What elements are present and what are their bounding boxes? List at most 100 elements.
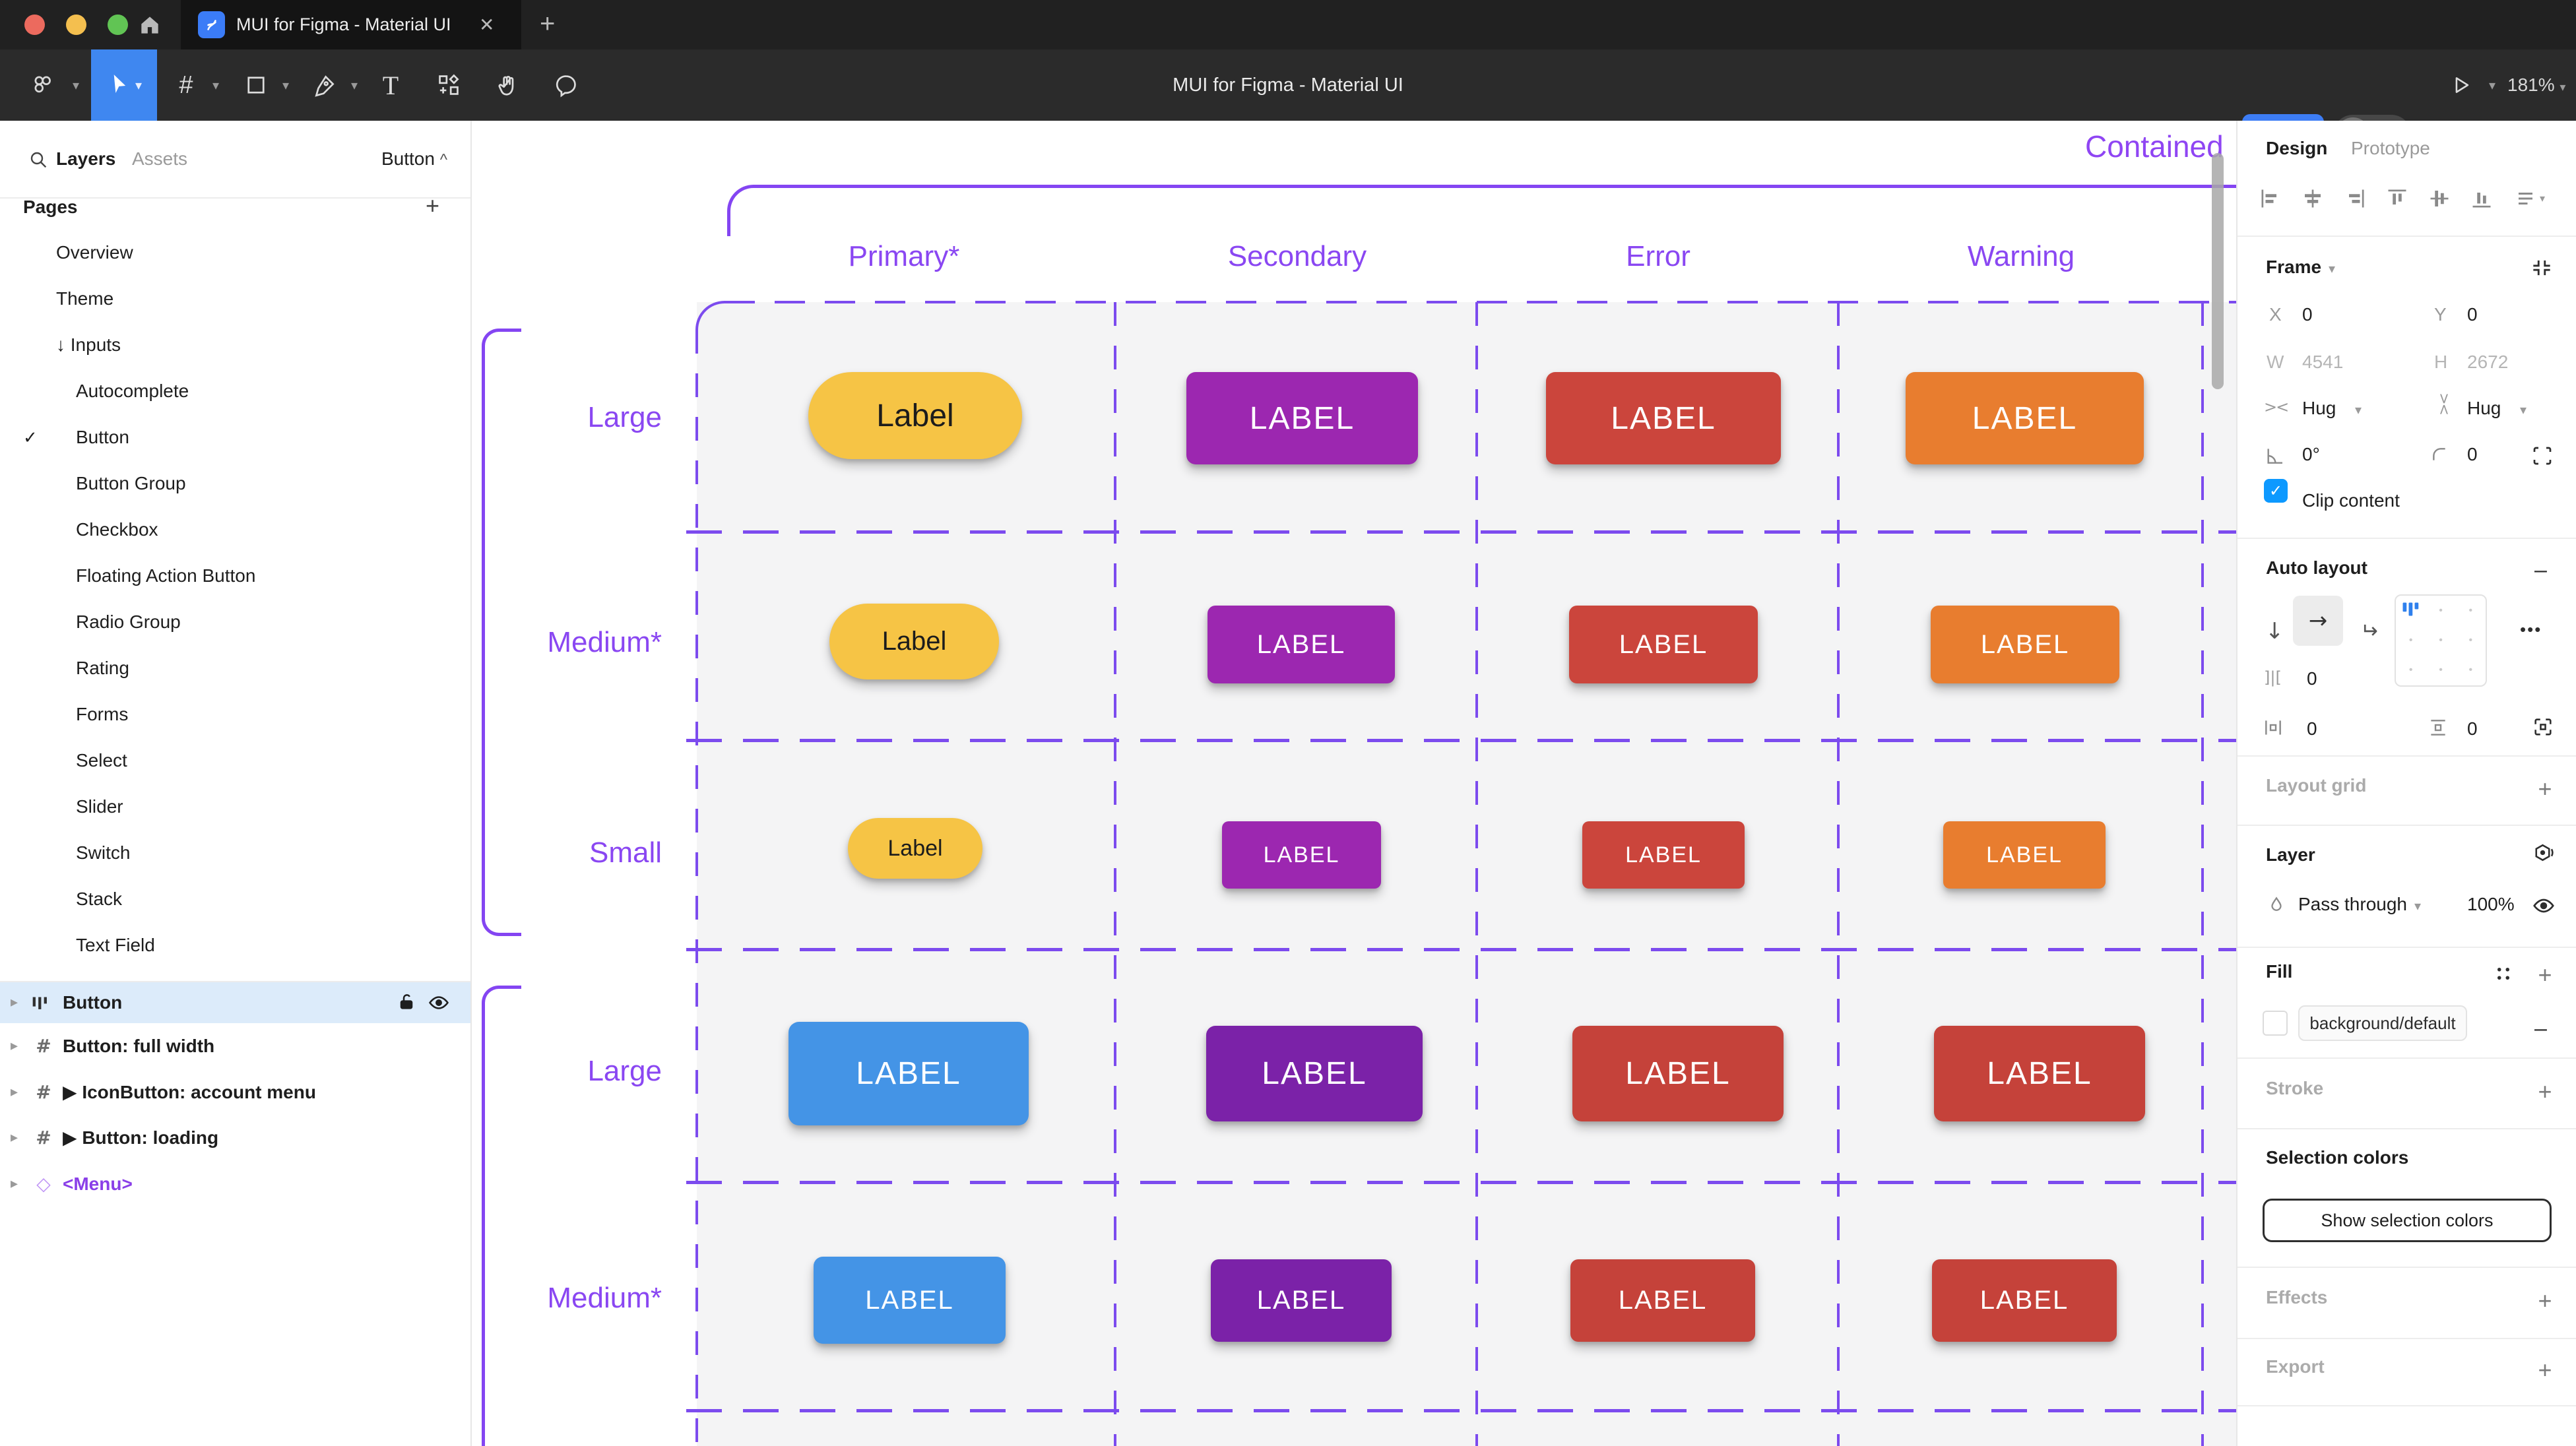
page-item[interactable]: Stack [0, 876, 470, 922]
frame-section-title[interactable]: Frame [2266, 257, 2322, 277]
layer-row[interactable]: ▸ # Button: full width [0, 1023, 470, 1069]
align-vertical-center-icon[interactable] [2428, 187, 2451, 210]
remove-auto-layout-button[interactable]: – [2534, 557, 2547, 582]
layer-row[interactable]: ▸ ◇ <Menu> [0, 1161, 470, 1207]
home-icon[interactable] [137, 13, 162, 38]
direction-wrap-icon[interactable]: ↵ [2360, 618, 2378, 643]
column-header-label[interactable]: Secondary [1227, 240, 1367, 272]
shape-tool-button[interactable] [236, 49, 276, 121]
page-item[interactable]: ✓ Button [0, 414, 470, 460]
tab-layers[interactable]: Layers [56, 148, 116, 169]
shape-tool-chevron-icon[interactable]: ▾ [282, 77, 290, 93]
tab-prototype[interactable]: Prototype [2351, 138, 2430, 158]
page-item[interactable]: Radio Group [0, 599, 470, 645]
horizontal-padding-input[interactable]: 0 [2307, 718, 2317, 739]
blend-mode-icon[interactable] [2532, 842, 2556, 865]
align-top-icon[interactable] [2385, 187, 2409, 210]
align-left-icon[interactable] [2259, 187, 2282, 210]
column-header-label[interactable]: Warning [1967, 240, 2075, 272]
move-tool-button[interactable]: ▾ [91, 49, 157, 121]
canvas-scrollbar[interactable] [2212, 153, 2224, 389]
page-item[interactable]: Switch [0, 830, 470, 876]
canvas-button-component[interactable]: LABEL [1222, 821, 1381, 889]
layer-row[interactable]: ▸ # ▶ IconButton: account menu [0, 1069, 470, 1116]
page-item[interactable]: Text Field [0, 922, 470, 968]
expand-caret-icon[interactable]: ▸ [11, 1084, 18, 1100]
row-size-label[interactable]: Medium* [547, 1282, 662, 1314]
hug-vertical-chevron-icon[interactable]: ▾ [2520, 402, 2527, 418]
new-tab-button[interactable]: + [540, 9, 556, 38]
canvas-button-component[interactable]: LABEL [1943, 821, 2106, 889]
page-item[interactable]: Theme [0, 276, 470, 322]
page-item[interactable]: Slider [0, 784, 470, 830]
collapse-panel-icon[interactable] [2529, 255, 2554, 280]
canvas-button-component[interactable]: LABEL [1932, 1259, 2117, 1342]
canvas-button-component[interactable]: LABEL [1931, 606, 2119, 683]
traffic-light-minimize-button[interactable] [66, 15, 86, 35]
expand-caret-icon[interactable]: ▸ [11, 1129, 18, 1146]
align-bottom-icon[interactable] [2470, 187, 2494, 210]
row-size-label[interactable]: Large [587, 401, 662, 433]
fill-styles-icon[interactable] [2494, 964, 2513, 984]
add-stroke-button[interactable]: + [2538, 1078, 2552, 1105]
page-item[interactable]: Rating [0, 645, 470, 691]
frame-section-title[interactable]: Contained [2085, 129, 2224, 164]
figma-menu-chevron-icon[interactable]: ▾ [72, 77, 80, 93]
direction-vertical-icon[interactable]: ↓ [2265, 618, 2284, 644]
x-input[interactable]: 0 [2302, 304, 2313, 325]
frame-tool-button[interactable]: # [179, 71, 193, 99]
add-fill-button[interactable]: + [2538, 961, 2552, 988]
pen-tool-chevron-icon[interactable]: ▾ [350, 77, 358, 93]
canvas-button-component[interactable]: LABEL [1206, 1026, 1423, 1121]
fill-color-swatch[interactable] [2263, 1011, 2288, 1036]
canvas-button-component[interactable]: LABEL [1211, 1259, 1392, 1342]
present-button[interactable] [2441, 49, 2481, 121]
canvas-button-component[interactable]: LABEL [1569, 606, 1758, 683]
hand-tool-button[interactable] [487, 49, 529, 121]
tab-design[interactable]: Design [2266, 138, 2328, 158]
canvas-button-component[interactable]: LABEL [1582, 821, 1745, 889]
unlock-icon[interactable] [396, 991, 417, 1013]
opacity-input[interactable]: 100% [2467, 894, 2515, 914]
figma-menu-icon[interactable] [18, 49, 65, 121]
page-item[interactable]: ↓ Inputs [0, 322, 470, 368]
distribute-chevron-icon[interactable]: ▾ [2540, 192, 2546, 204]
page-selector-dropdown[interactable]: Button ^ [381, 148, 447, 169]
expand-caret-icon[interactable]: ▸ [11, 994, 18, 1011]
page-item[interactable]: Select [0, 738, 470, 784]
w-input[interactable]: 4541 [2302, 352, 2344, 372]
add-export-button[interactable]: + [2538, 1356, 2552, 1383]
hug-horizontal-chevron-icon[interactable]: ▾ [2355, 402, 2362, 418]
blend-mode-dropdown[interactable]: Pass through [2298, 894, 2407, 914]
traffic-light-close-button[interactable] [24, 15, 45, 35]
align-horizontal-center-icon[interactable] [2301, 187, 2325, 210]
page-item[interactable]: Checkbox [0, 507, 470, 553]
alignment-grid[interactable]: •••••••• [2395, 594, 2487, 687]
page-item[interactable]: Floating Action Button [0, 553, 470, 599]
expand-caret-icon[interactable]: ▸ [11, 1176, 18, 1192]
row-size-label[interactable]: Small [589, 836, 662, 869]
text-tool-button[interactable]: T [382, 70, 399, 100]
page-item[interactable]: Overview [0, 230, 470, 276]
layer-row[interactable]: ▸ # ▶ Button: loading [0, 1115, 470, 1161]
add-page-button[interactable]: + [426, 192, 440, 219]
rotation-input[interactable]: 0° [2302, 444, 2320, 464]
remove-fill-button[interactable]: – [2534, 1016, 2547, 1041]
canvas-button-component[interactable]: LABEL [814, 1257, 1006, 1344]
search-icon[interactable] [28, 149, 49, 170]
clip-content-checkbox[interactable]: ✓ [2264, 479, 2288, 503]
canvas-button-component[interactable]: Label [808, 372, 1022, 459]
visibility-eye-icon[interactable] [428, 991, 450, 1014]
independent-corners-icon[interactable] [2530, 444, 2554, 468]
frame-section-chevron-icon[interactable]: ▾ [2329, 261, 2336, 276]
row-size-label[interactable]: Medium* [547, 626, 662, 658]
present-chevron-icon[interactable]: ▾ [2488, 77, 2496, 93]
hug-horizontal-dropdown[interactable]: Hug [2302, 398, 2336, 418]
zoom-level-dropdown[interactable]: 181% ▾ [2507, 75, 2566, 95]
align-right-icon[interactable] [2343, 187, 2367, 210]
canvas-button-component[interactable]: LABEL [1546, 372, 1781, 464]
canvas-button-component[interactable]: LABEL [1570, 1259, 1755, 1342]
column-header-label[interactable]: Primary* [848, 240, 960, 272]
corner-radius-input[interactable]: 0 [2467, 444, 2478, 464]
